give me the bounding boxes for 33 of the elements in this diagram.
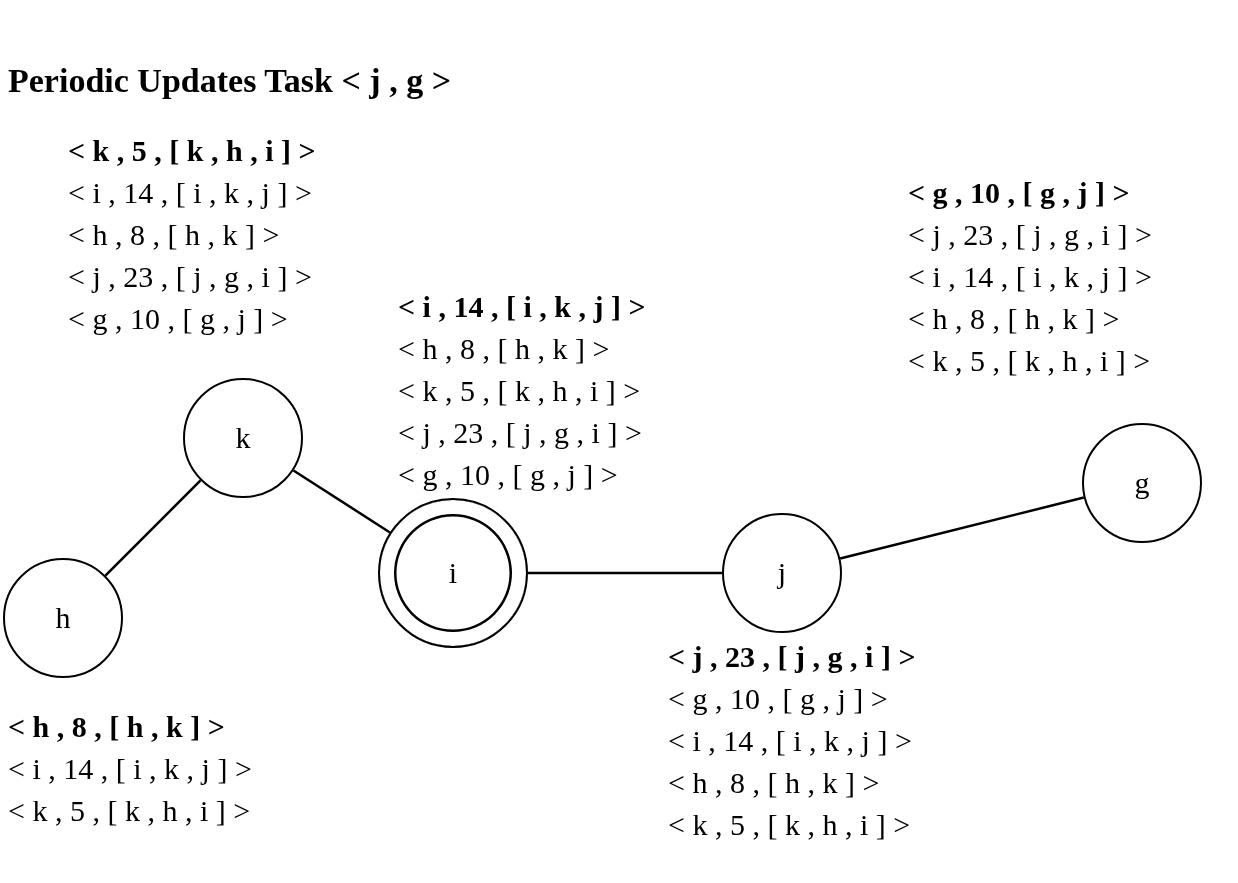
routing-table-header: < k , 5 , [ k , h , i ] > [68,136,316,166]
routing-table-entry: < g , 10 , [ g , j ] > [668,684,888,714]
routing-table-entry: < j , 23 , [ j , g , i ] > [908,220,1152,250]
routing-table-entry: < k , 5 , [ k , h , i ] > [668,810,911,840]
connector-line [292,469,391,534]
routing-table-entry: < k , 5 , [ k , h , i ] > [398,376,641,406]
routing-table-entry: < h , 8 , [ h , k ] > [398,334,610,364]
routing-table-header: < h , 8 , [ h , k ] > [8,712,225,742]
routing-table-entry: < i , 14 , [ i , k , j ] > [668,726,912,756]
routing-table-header: < j , 23 , [ j , g , i ] > [668,642,916,672]
routing-table-entry: < j , 23 , [ j , g , i ] > [68,262,312,292]
routing-table-entry: < i , 14 , [ i , k , j ] > [908,262,1152,292]
node-label: h [55,603,71,633]
routing-table-entry: < h , 8 , [ h , k ] > [68,220,280,250]
routing-table-entry: < j , 23 , [ j , g , i ] > [398,418,642,448]
routing-table-entry: < h , 8 , [ h , k ] > [668,768,880,798]
routing-table-entry: < h , 8 , [ h , k ] > [908,304,1120,334]
routing-table-entry: < g , 10 , [ g , j ] > [398,460,618,490]
connector-line [839,496,1085,560]
node-label: j [777,558,787,588]
routing-table-entry: < i , 14 , [ i , k , j ] > [68,178,312,208]
routing-table-header: < i , 14 , [ i , k , j ] > [398,292,646,322]
connector-line [104,479,202,577]
connector-line [528,571,722,575]
node-label: g [1134,468,1150,498]
routing-table-entry: < i , 14 , [ i , k , j ] > [8,754,252,784]
routing-table-entry: < g , 10 , [ g , j ] > [68,304,288,334]
node-label: i [448,558,458,588]
diagram-title: Periodic Updates Task < j , g > [8,62,451,100]
routing-table-entry: < k , 5 , [ k , h , i ] > [8,796,251,826]
node-label: k [235,423,251,453]
routing-table-header: < g , 10 , [ g , j ] > [908,178,1130,208]
routing-table-entry: < k , 5 , [ k , h , i ] > [908,346,1151,376]
